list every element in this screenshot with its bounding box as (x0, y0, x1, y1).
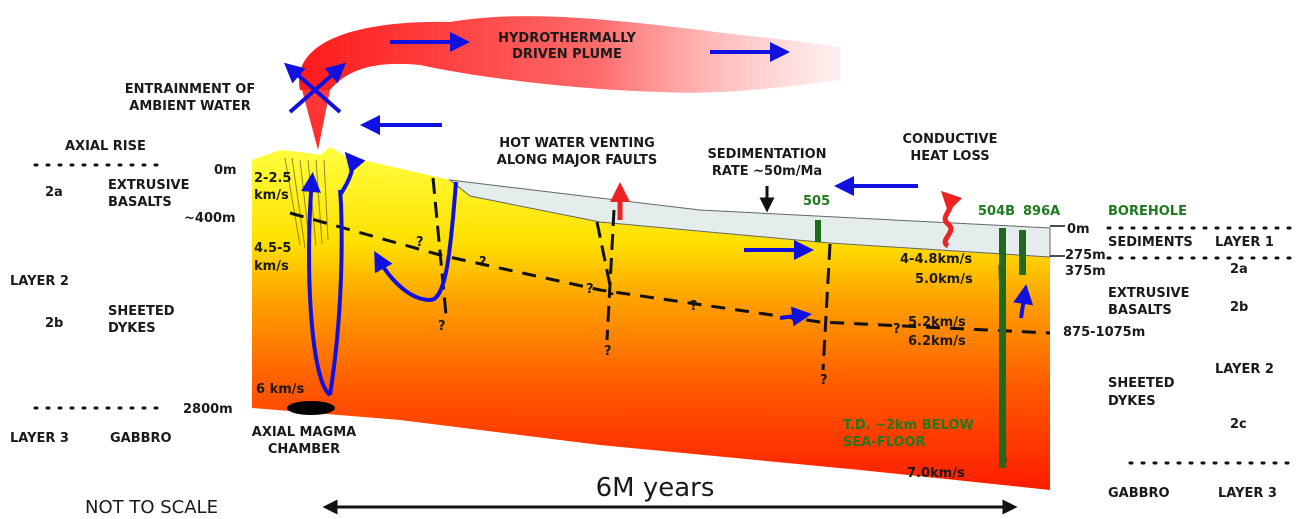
label-layer2-right: LAYER 2 (1215, 362, 1274, 377)
label-sediments: SEDIMENTS (1108, 235, 1193, 250)
question-mark: ? (479, 255, 487, 270)
label-layer1: LAYER 1 (1215, 235, 1274, 250)
label-vel-5.2: 5.2km/s (908, 315, 966, 330)
label-plume-2: DRIVEN PLUME (512, 47, 622, 62)
label-layer3-right: LAYER 3 (1218, 486, 1277, 501)
label-sed-2: RATE ~50m/Ma (712, 164, 822, 179)
label-depth-875: 875-1075m (1063, 325, 1145, 340)
label-vel-2-2.5-b: km/s (254, 188, 289, 203)
label-magma-2: CHAMBER (268, 442, 340, 457)
question-mark: ? (438, 319, 446, 334)
question-mark: ? (604, 344, 612, 359)
label-layer-2c-right: 2c (1230, 417, 1247, 432)
label-layer-2b-right: 2b (1230, 300, 1248, 315)
label-entrainment-1: ENTRAINMENT OF (125, 82, 255, 97)
label-sheeted-right-1: SHEETED (1108, 376, 1175, 391)
venting-arrows (610, 182, 963, 249)
borehole-896a (1019, 230, 1026, 275)
label-layer-2a-left: 2a (45, 185, 63, 200)
label-layer2-left: LAYER 2 (10, 274, 69, 289)
label-vel-7: 7.0km/s (907, 466, 965, 481)
label-depth-275m: 275m (1065, 248, 1106, 263)
label-depth-0m-right: 0m (1067, 222, 1090, 237)
label-vel-6: 6 km/s (256, 382, 305, 397)
label-sheeted-left-2: DYKES (108, 321, 156, 336)
question-mark: ? (820, 373, 828, 388)
label-hole-896a: 896A (1023, 204, 1060, 219)
label-magma-1: AXIAL MAGMA (252, 425, 356, 440)
label-vel-4-4.8: 4-4.8km/s (900, 252, 972, 267)
label-gabbro-left: GABBRO (110, 431, 172, 446)
label-cond-2: HEAT LOSS (910, 149, 989, 164)
question-mark: ? (416, 235, 424, 250)
hydrothermal-plume (299, 16, 840, 150)
label-axial-rise: AXIAL RISE (65, 139, 146, 154)
label-depth-400m: ~400m (184, 211, 236, 226)
label-sheeted-left-1: SHEETED (108, 304, 175, 319)
label-sed-1: SEDIMENTATION (707, 147, 826, 162)
label-layer-2b-left: 2b (45, 316, 63, 331)
label-cond-1: CONDUCTIVE (902, 132, 997, 147)
layer-boundary-dashed (289, 211, 1051, 335)
label-venting-1: HOT WATER VENTING (499, 136, 655, 151)
label-layer3-left: LAYER 3 (10, 431, 69, 446)
dotted-markers (33, 163, 1292, 465)
question-mark: ? (893, 322, 901, 337)
label-time-span: 6M years (596, 473, 715, 503)
label-plume-1: HYDROTHERMALLY (498, 31, 636, 46)
borehole-505 (815, 220, 821, 242)
fluid-flow-arrows (283, 32, 1034, 397)
axial-magma-chamber (287, 401, 335, 415)
label-layer-2a-right: 2a (1230, 262, 1248, 277)
label-sheeted-right-2: DYKES (1108, 394, 1156, 409)
label-depth-375m: 375m (1065, 264, 1106, 279)
label-extrusive-left-2: BASALTS (108, 195, 172, 210)
label-td-1: T.D. ~2km BELOW (843, 418, 974, 433)
label-td-2: SEA-FLOOR (843, 435, 926, 450)
label-vel-2-2.5-a: 2-2.5 (254, 171, 291, 186)
question-mark: ? (586, 282, 594, 297)
label-vel-6.2: 6.2km/s (908, 334, 966, 349)
label-venting-2: ALONG MAJOR FAULTS (497, 153, 657, 168)
label-hole-505: 505 (803, 194, 830, 209)
label-depth-0m-left: 0m (214, 163, 237, 178)
boreholes (815, 220, 1026, 468)
question-mark: ? (690, 299, 698, 314)
label-not-to-scale: NOT TO SCALE (85, 497, 218, 518)
sediment-layer (448, 179, 1051, 258)
label-vel-5.0: 5.0km/s (915, 272, 973, 287)
label-entrainment-2: AMBIENT WATER (129, 99, 250, 114)
label-extrusive-right-2: BASALTS (1108, 303, 1172, 318)
label-vel-4.5-5-a: 4.5-5 (254, 241, 291, 256)
label-extrusive-right-1: EXTRUSIVE (1108, 286, 1189, 301)
borehole-504b (999, 228, 1006, 468)
label-borehole: BOREHOLE (1108, 204, 1187, 219)
label-depth-2800m: 2800m (183, 402, 233, 417)
label-hole-504b: 504B (978, 204, 1015, 219)
label-gabbro-right: GABBRO (1108, 486, 1170, 501)
label-vel-4.5-5-b: km/s (254, 259, 289, 274)
label-extrusive-left-1: EXTRUSIVE (108, 178, 189, 193)
